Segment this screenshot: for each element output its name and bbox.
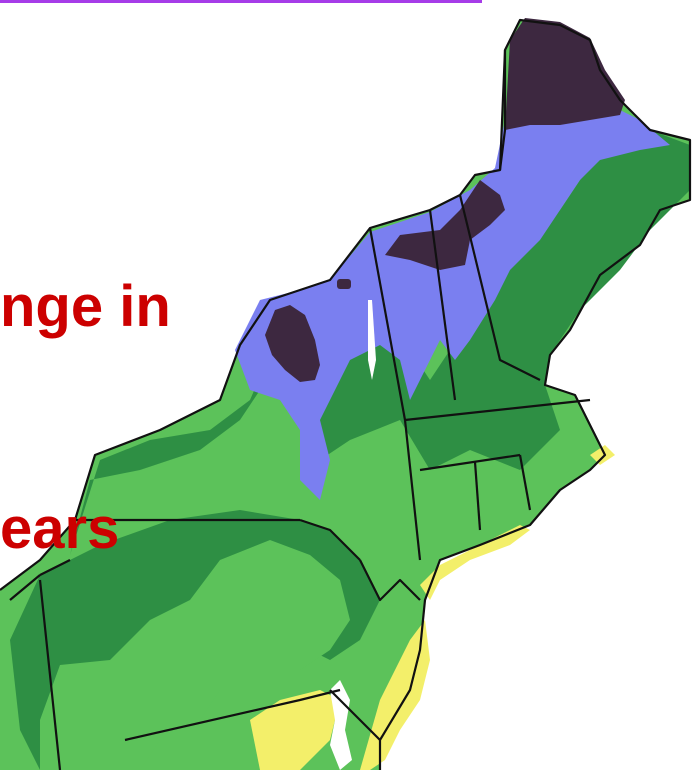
title-line-1: nge in xyxy=(0,274,171,339)
zone-dark-purple-small xyxy=(337,279,351,289)
state-borders xyxy=(9,50,591,771)
zone-dark-purple-nh xyxy=(385,180,505,270)
zone-yellow-nj-de xyxy=(360,620,430,770)
top-rule xyxy=(0,0,482,3)
water-lake-champlain xyxy=(368,300,376,380)
page-title: nge in ears xyxy=(0,122,171,640)
zone-lavender xyxy=(235,100,670,500)
zone-light-green-pa xyxy=(40,540,350,770)
coast-outline xyxy=(0,18,692,770)
zone-dark-purple-maine xyxy=(505,18,625,130)
title-line-2: ears xyxy=(0,496,120,561)
zone-yellow-cape xyxy=(590,445,615,465)
water-chesapeake xyxy=(330,680,352,770)
zone-yellow-longisland xyxy=(420,525,530,600)
zone-yellow-md xyxy=(250,690,340,770)
zone-dark-purple-adirondack xyxy=(265,305,320,382)
